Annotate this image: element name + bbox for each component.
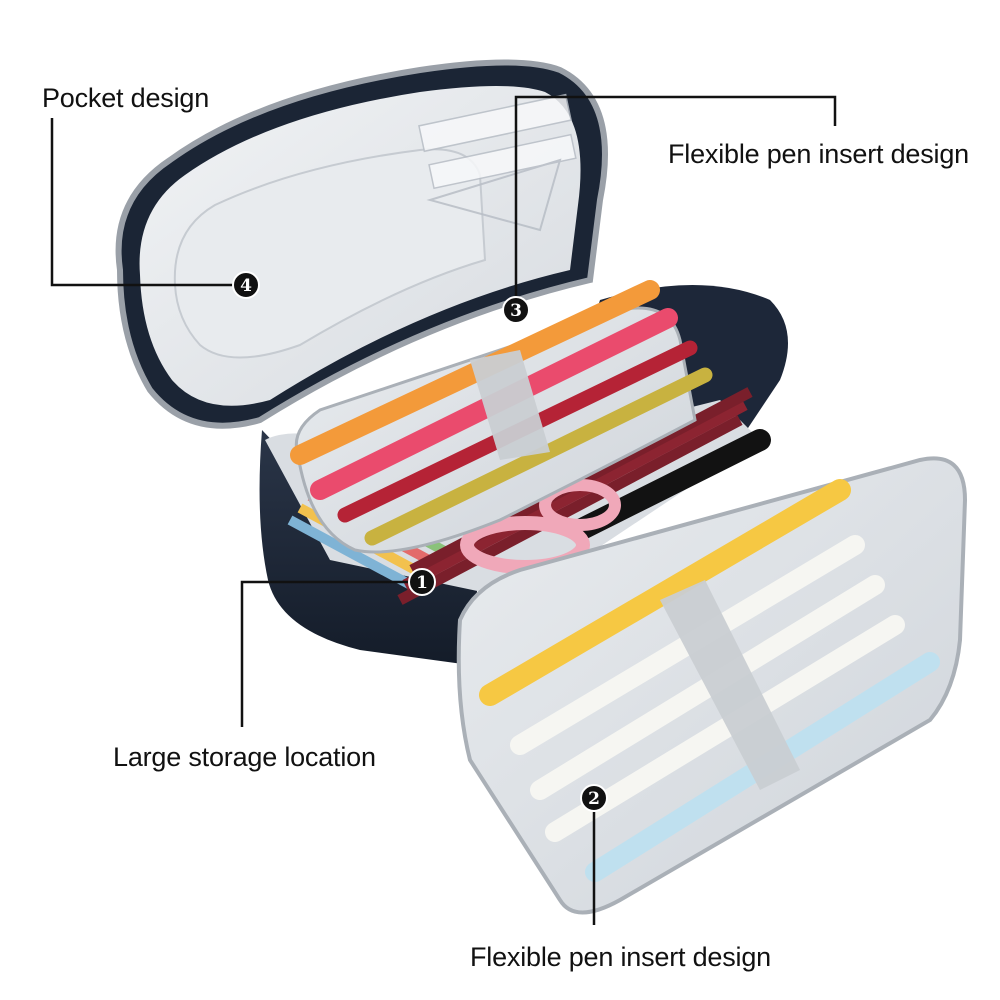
badge-2-text: 2 <box>588 789 600 809</box>
callout-label-storage: Large storage location <box>113 742 376 772</box>
yellow-marker <box>479 479 851 706</box>
leader-line-3 <box>514 95 837 296</box>
badge-1-text: 1 <box>416 573 428 593</box>
bottom-elastic-band <box>660 580 800 790</box>
leader-lines <box>50 95 837 925</box>
white-pen-3 <box>545 615 905 842</box>
badge-1: 1 <box>408 568 436 596</box>
callout-label-pen-insert-bottom: Flexible pen insert design <box>470 942 771 972</box>
top-elastic-band <box>470 350 550 460</box>
badge-2: 2 <box>580 784 608 812</box>
badge-3-text: 3 <box>510 301 522 321</box>
rulers <box>418 93 577 232</box>
top-lid <box>115 59 608 429</box>
badge-4: 4 <box>232 271 260 299</box>
callout-label-pen-insert-top: Flexible pen insert design <box>668 139 969 169</box>
top-flap <box>290 280 713 554</box>
callout-label-pocket: Pocket design <box>42 83 210 113</box>
leader-line-1 <box>240 580 408 727</box>
leader-line-4 <box>50 118 233 287</box>
badge-4-text: 4 <box>240 276 252 296</box>
gold-glitter-pencil <box>364 367 713 546</box>
pocket-panel <box>173 148 487 359</box>
badge-3: 3 <box>502 296 530 324</box>
